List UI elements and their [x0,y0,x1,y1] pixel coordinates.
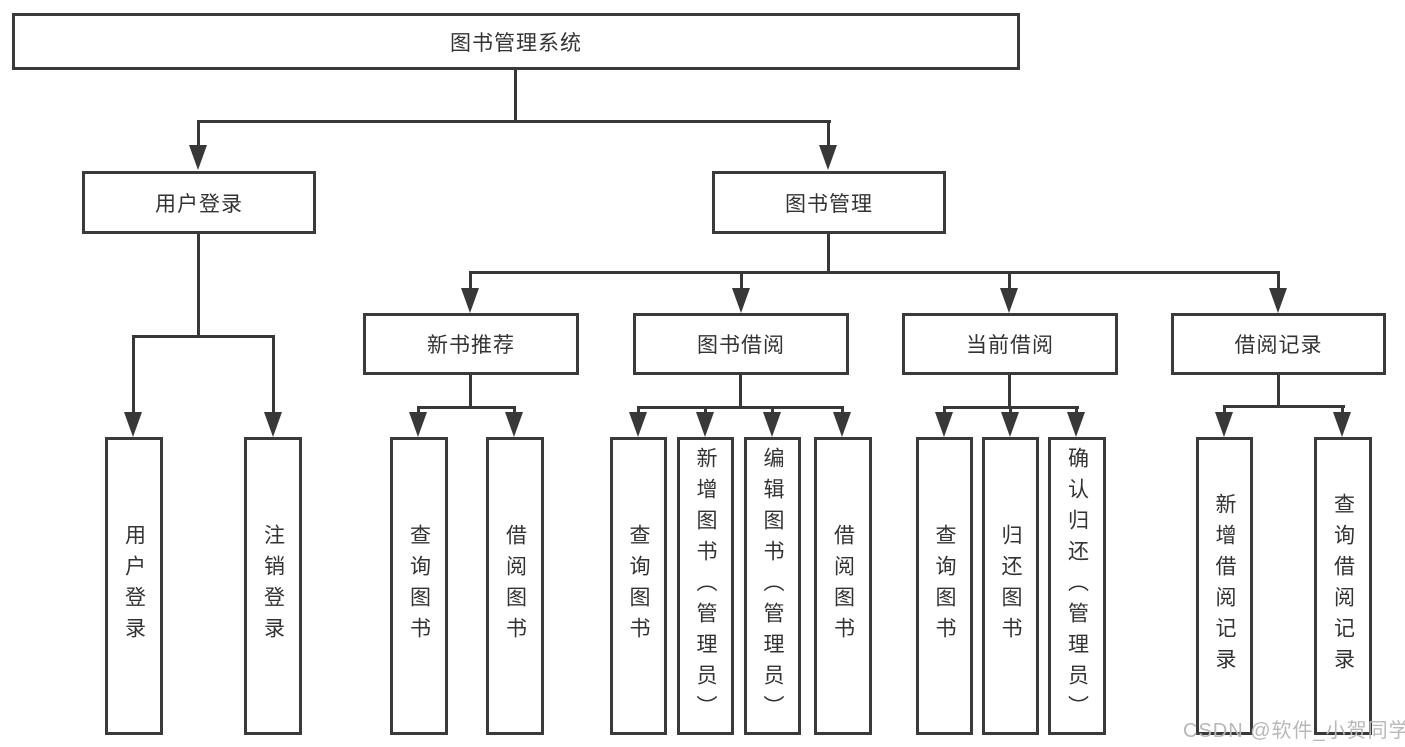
leaf-borrow-edit-book-admin: 编辑图书（管理员） [744,437,801,735]
connector-line [514,70,517,123]
connector-arrow-down [819,120,837,170]
connector-arrow-down [1001,406,1019,437]
leaf-label: 编辑图书（管理员） [761,446,784,726]
connector-line [1008,375,1011,408]
connector-arrow-down [1333,405,1351,437]
node-book-borrow: 图书借阅 [633,313,849,375]
connector-arrow-down [189,120,207,170]
connector-arrow-down [1067,406,1085,437]
connector-arrow-down [264,335,282,437]
connector-line [1223,405,1345,408]
leaf-label: 确认归还（管理员） [1065,446,1089,726]
connector-arrow-down [124,335,142,437]
connector-arrow-down [461,271,479,313]
connector-line [417,406,516,409]
node-current-borrow: 当前借阅 [902,313,1118,375]
connector-arrow-down [409,406,427,437]
leaf-borrow-borrow-book: 借阅图书 [814,437,872,735]
node-root: 图书管理系统 [12,13,1020,70]
connector-arrow-down [1215,405,1233,437]
leaf-current-query-book: 查询图书 [916,437,973,735]
leaf-recommend-query-book: 查询图书 [390,437,448,735]
leaf-label: 查询借阅记录 [1331,493,1355,679]
leaf-label: 查询图书 [407,524,431,648]
leaf-label: 查询图书 [933,524,956,648]
connector-line [739,375,742,408]
connector-arrow-down [763,406,781,437]
connector-line [197,234,200,337]
connector-arrow-down [1000,271,1018,313]
leaf-label: 归还图书 [999,524,1022,648]
leaf-label: 新增借阅记录 [1213,493,1236,679]
connector-line [132,335,275,338]
leaf-current-return-book: 归还图书 [982,437,1039,735]
connector-arrow-down [732,271,750,313]
connector-arrow-down [696,406,714,437]
node-user-login: 用户登录 [82,171,316,234]
connector-line [637,406,844,409]
node-book-management: 图书管理 [712,171,946,234]
connector-line [469,375,472,408]
leaf-logout: 注销登录 [244,437,302,735]
leaf-label: 借阅图书 [503,524,527,648]
connector-line [197,120,831,123]
connector-line [827,234,830,273]
csdn-watermark: CSDN @软件_小贺同学 [1183,720,1405,742]
node-borrow-records: 借阅记录 [1171,313,1386,375]
leaf-label: 注销登录 [261,524,285,648]
connector-arrow-down [629,406,647,437]
leaf-label: 查询图书 [627,524,650,648]
connector-line [469,271,1280,274]
leaf-recommend-borrow-book: 借阅图书 [486,437,544,735]
connector-arrow-down [935,406,953,437]
leaf-borrow-add-book-admin: 新增图书（管理员） [677,437,734,735]
connector-arrow-down [1269,271,1287,313]
leaf-record-add-borrow-record: 新增借阅记录 [1196,437,1253,735]
connector-line [1277,375,1280,407]
leaf-current-confirm-return-admin: 确认归还（管理员） [1048,437,1106,735]
node-new-book-recommend: 新书推荐 [363,313,579,375]
leaf-user-login: 用户登录 [105,437,163,735]
leaf-label: 借阅图书 [831,524,855,648]
leaf-borrow-query-book: 查询图书 [610,437,667,735]
leaf-label: 用户登录 [122,524,146,648]
connector-arrow-down [505,406,523,437]
connector-arrow-down [833,406,851,437]
leaf-record-query-borrow-record: 查询借阅记录 [1314,437,1372,735]
leaf-label: 新增图书（管理员） [694,446,717,726]
